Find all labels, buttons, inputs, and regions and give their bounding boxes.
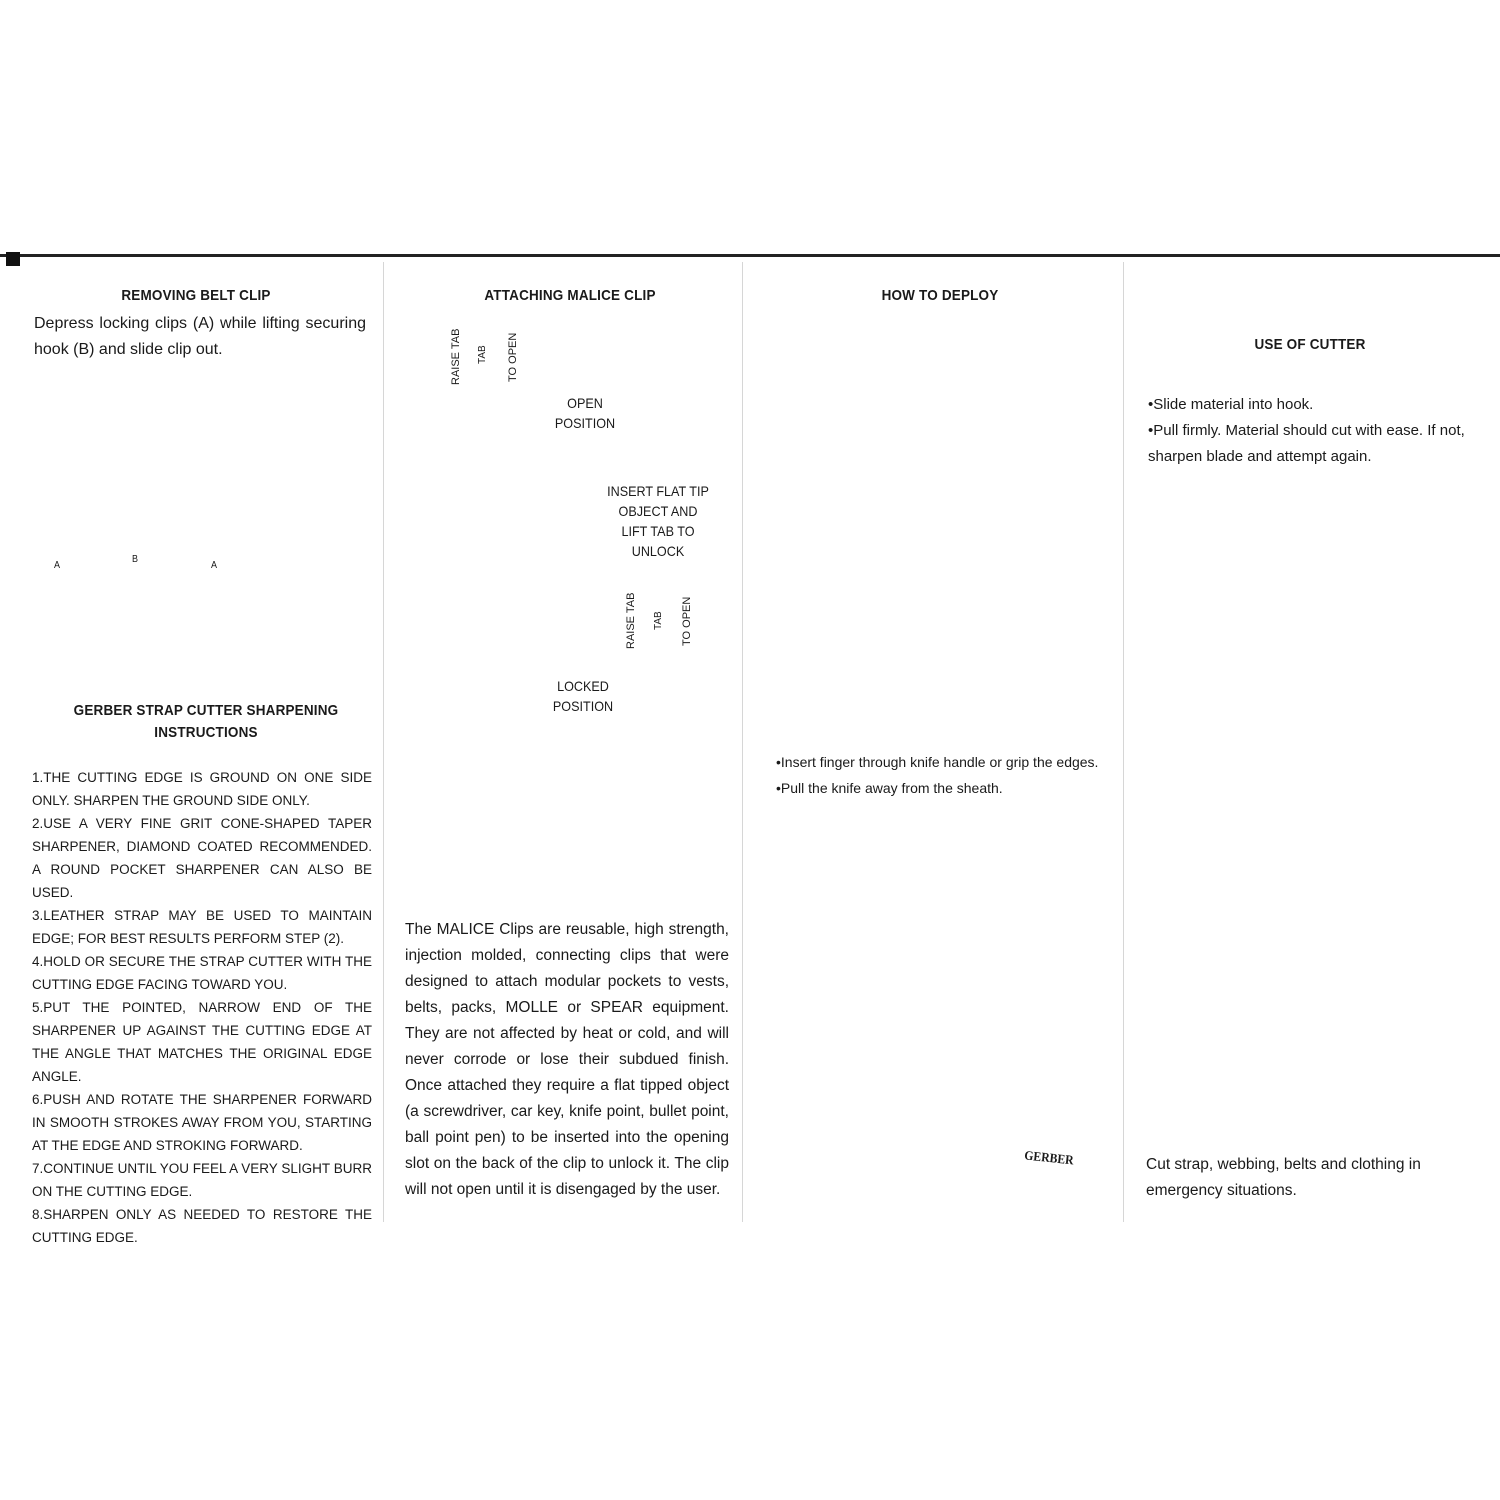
attaching-malice-clip-heading: ATTACHING MALICE CLIP — [484, 287, 656, 304]
tab-label-locked: TAB — [653, 611, 664, 631]
tab-label: TAB — [477, 345, 488, 365]
gerber-brand-mark: GERBER — [1023, 1147, 1075, 1168]
edge-mark — [6, 252, 20, 266]
sharpening-step: 8.SHARPEN ONLY AS NEEDED TO RESTORE THE … — [32, 1207, 372, 1245]
sheet-top-edge — [0, 254, 1500, 257]
sharpening-step: 7.CONTINUE UNTIL YOU FEEL A VERY SLIGHT … — [32, 1161, 372, 1199]
insert-instruction-label: INSERT FLAT TIP OBJECT AND LIFT TAB TO U… — [607, 483, 709, 559]
tab-raise-label: RAISE TAB — [450, 328, 462, 386]
fold-line — [1123, 262, 1124, 1222]
sharpening-step: 4.HOLD OR SECURE THE STRAP CUTTER WITH T… — [32, 954, 372, 992]
use-of-cutter-heading: USE OF CUTTER — [1254, 336, 1366, 353]
fold-line — [742, 262, 743, 1222]
tab-open-label: TO OPEN — [507, 332, 519, 382]
tab-open-label-locked: TO OPEN — [681, 596, 693, 646]
label-a-right: A — [210, 560, 217, 571]
locked-position-label: LOCKED POSITION — [552, 678, 614, 714]
use-of-cutter-caption: Cut strap, webbing, belts and clothing i… — [1146, 1156, 1421, 1199]
use-of-cutter-step: Pull firmly. Material should cut with ea… — [1148, 418, 1478, 470]
sharpening-step: 2.USE A VERY FINE GRIT CONE-SHAPED TAPER… — [32, 816, 372, 900]
use-of-cutter-step: Slide material into hook. — [1148, 392, 1478, 418]
sharpening-step: 6.PUSH AND ROTATE THE SHARPENER FORWARD … — [32, 1092, 372, 1153]
sharpening-heading: GERBER STRAP CUTTER SHARPENING INSTRUCTI… — [73, 702, 339, 741]
use-of-cutter-steps: Slide material into hook. Pull firmly. M… — [1148, 392, 1478, 470]
malice-clip-description: The MALICE Clips are reusable, high stre… — [405, 921, 729, 1198]
fold-line — [383, 262, 384, 1222]
deploy-step: Pull the knife away from the sheath. — [776, 775, 1116, 801]
sharpening-step: 3.LEATHER STRAP MAY BE USED TO MAINTAIN … — [32, 908, 372, 946]
label-b: B — [131, 554, 138, 565]
removing-belt-clip-text: Depress locking clips (A) while lifting … — [34, 315, 366, 358]
sharpening-steps: 1.THE CUTTING EDGE IS GROUND ON ONE SIDE… — [32, 766, 372, 1249]
removing-belt-clip-heading: REMOVING BELT CLIP — [121, 287, 271, 304]
open-position-label: OPEN POSITION — [554, 395, 616, 431]
sharpening-step: 1.THE CUTTING EDGE IS GROUND ON ONE SIDE… — [32, 770, 372, 808]
deploy-step: Insert finger through knife handle or gr… — [776, 749, 1116, 775]
how-to-deploy-heading: HOW TO DEPLOY — [881, 287, 999, 304]
label-a-left: A — [53, 560, 60, 571]
deploy-steps: Insert finger through knife handle or gr… — [776, 749, 1116, 801]
tab-raise-label-locked: RAISE TAB — [625, 592, 637, 650]
sharpening-step: 5.PUT THE POINTED, NARROW END OF THE SHA… — [32, 1000, 372, 1084]
